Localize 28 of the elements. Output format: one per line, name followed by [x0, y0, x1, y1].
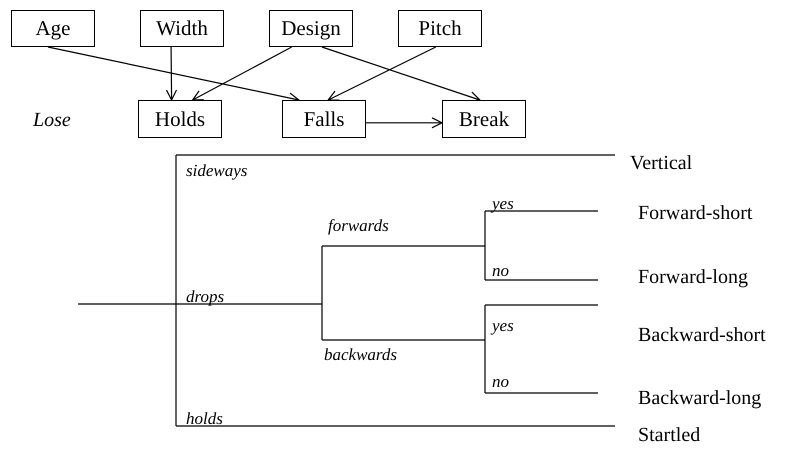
factor-box: Holds: [138, 100, 222, 138]
branch-label: yes: [492, 317, 514, 334]
factor-box: Pitch: [398, 10, 482, 47]
branch-label: no: [492, 262, 509, 279]
outcome-label: Forward-short: [638, 203, 752, 223]
factor-box: Design: [269, 10, 353, 47]
factor-box: Age: [11, 10, 95, 47]
factor-box: Falls: [282, 100, 366, 138]
branch-label: sideways: [186, 162, 248, 179]
row-label: Lose: [33, 110, 71, 130]
branch-label: forwards: [328, 217, 389, 234]
arrow: [192, 46, 292, 101]
arrow: [166, 47, 178, 101]
branch-label: backwards: [324, 346, 398, 363]
outcome-label: Startled: [638, 425, 700, 445]
outcome-label: Backward-short: [638, 325, 766, 345]
outcome-label: Forward-long: [638, 267, 748, 287]
outcome-label: Vertical: [630, 153, 692, 173]
factor-box: Width: [140, 10, 224, 47]
branch-label: drops: [186, 288, 224, 305]
factor-box: Break: [442, 100, 526, 138]
arrow: [328, 46, 436, 101]
branch-label: no: [492, 373, 509, 390]
arrow: [366, 117, 443, 128]
arrow: [322, 46, 480, 102]
branch-label: holds: [186, 410, 223, 427]
outcome-label: Backward-long: [638, 388, 762, 408]
branch-label: yes: [492, 195, 514, 212]
